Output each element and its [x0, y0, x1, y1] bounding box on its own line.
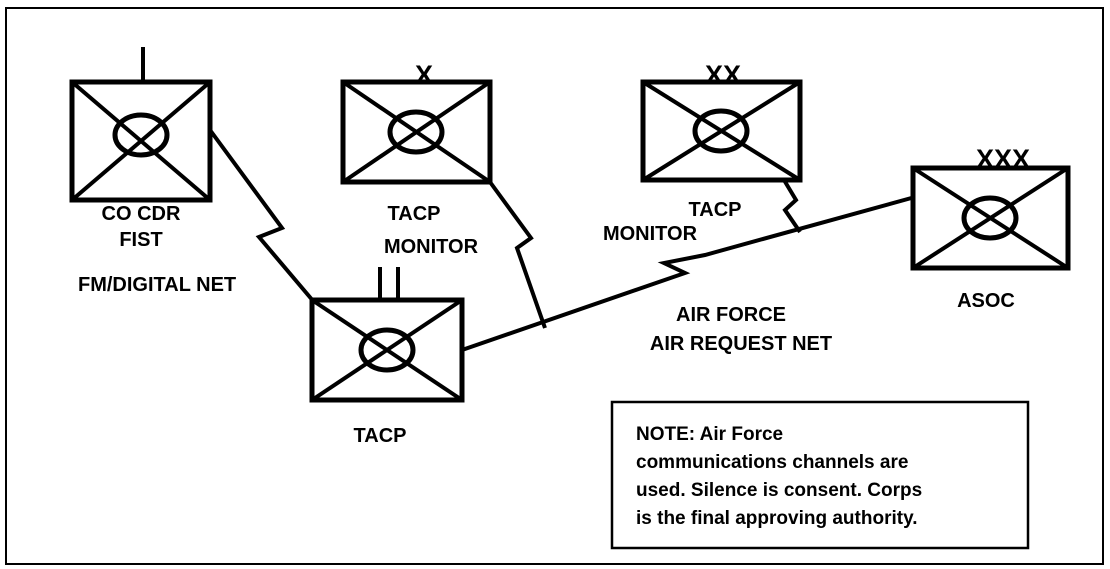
signal-icon	[358, 327, 416, 373]
unit-label: ASOC	[957, 290, 1015, 312]
unit-label: TACP	[689, 199, 742, 221]
air-force-net-label: AIR FORCE	[676, 304, 786, 326]
unit-label: TACP	[388, 203, 441, 225]
division-monitor-line	[782, 178, 802, 234]
note-line: is the final approving authority.	[636, 508, 918, 529]
fm-digital-net-line	[208, 128, 316, 304]
division-tacp-unit: XX TACP MONITOR	[603, 60, 803, 245]
echelon-mark: XXX	[976, 144, 1030, 174]
unit-label: TACP	[354, 425, 407, 447]
unit-diagonal	[310, 298, 464, 402]
unit-diagonal	[641, 80, 802, 182]
echelon-mark: X	[415, 60, 433, 90]
unit-diagonal	[70, 80, 212, 202]
battalion-tacp-unit: TACP	[309, 267, 465, 447]
co-cdr-fist-unit: CO CDR FIST	[69, 47, 213, 251]
air-request-net-line	[461, 195, 916, 352]
signal-icon	[961, 195, 1019, 241]
note-callout: NOTE: Air Force communications channels …	[610, 400, 1030, 550]
unit-label: MONITOR	[603, 223, 698, 245]
echelon-mark: XX	[705, 60, 741, 90]
fm-digital-net-label: FM/DIGITAL NET	[78, 274, 236, 296]
asoc-unit: XXX ASOC	[910, 144, 1071, 312]
unit-diagonal	[911, 166, 1070, 270]
unit-label: MONITOR	[384, 236, 479, 258]
note-line: communications channels are	[636, 452, 908, 473]
air-request-net-label: AIR REQUEST NET	[650, 333, 832, 355]
note-line: NOTE: Air Force	[636, 424, 783, 445]
note-frame	[610, 400, 1030, 550]
signal-icon	[112, 112, 170, 158]
signal-icon	[692, 108, 750, 154]
note-line: used. Silence is consent. Corps	[636, 480, 922, 501]
unit-label: FIST	[119, 229, 162, 251]
brigade-tacp-unit: X TACP MONITOR	[340, 60, 493, 258]
unit-diagonal	[341, 80, 492, 184]
unit-label: CO CDR	[102, 203, 181, 225]
brigade-monitor-line	[488, 180, 547, 329]
signal-icon	[387, 109, 445, 155]
